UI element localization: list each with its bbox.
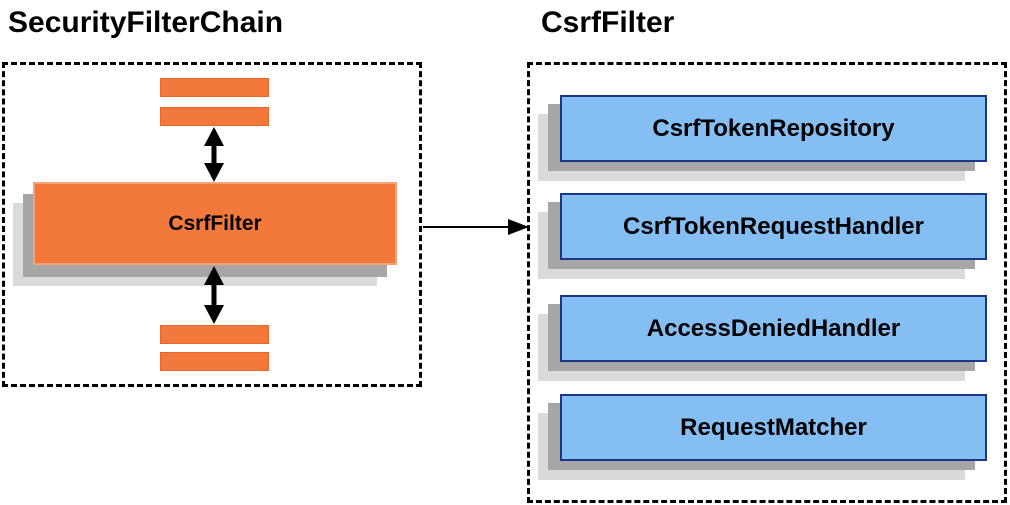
component-box-access-denied-handler: AccessDeniedHandler <box>538 295 987 381</box>
component-box-face: CsrfTokenRepository <box>560 95 987 162</box>
filter-placeholder-bar <box>160 325 269 344</box>
component-box-csrf-token-request-handler: CsrfTokenRequestHandler <box>538 193 987 279</box>
component-box-face: RequestMatcher <box>560 394 987 461</box>
component-label: CsrfTokenRepository <box>652 114 895 142</box>
csrf-filter-box-face: CsrfFilter <box>33 182 397 265</box>
right-arrow-icon <box>423 219 529 235</box>
component-box-face: AccessDeniedHandler <box>560 295 987 362</box>
filter-placeholder-bar <box>160 107 269 126</box>
component-label: RequestMatcher <box>680 413 867 441</box>
security-filter-chain-title: SecurityFilterChain <box>8 6 284 39</box>
component-box-face: CsrfTokenRequestHandler <box>560 193 987 260</box>
component-label: AccessDeniedHandler <box>646 314 901 342</box>
csrf-filter-title: CsrfFilter <box>541 6 675 39</box>
component-box-csrf-token-repository: CsrfTokenRepository <box>538 95 987 181</box>
filter-placeholder-bar <box>160 78 269 97</box>
filter-placeholder-bar <box>160 352 269 371</box>
component-label: CsrfTokenRequestHandler <box>623 212 924 240</box>
csrf-filter-box-label: CsrfFilter <box>168 211 262 235</box>
csrf-filter-box: CsrfFilter <box>13 182 397 286</box>
csrf-filter-container <box>527 62 1007 503</box>
component-box-request-matcher: RequestMatcher <box>538 394 987 480</box>
security-filter-chain-container <box>2 62 422 387</box>
